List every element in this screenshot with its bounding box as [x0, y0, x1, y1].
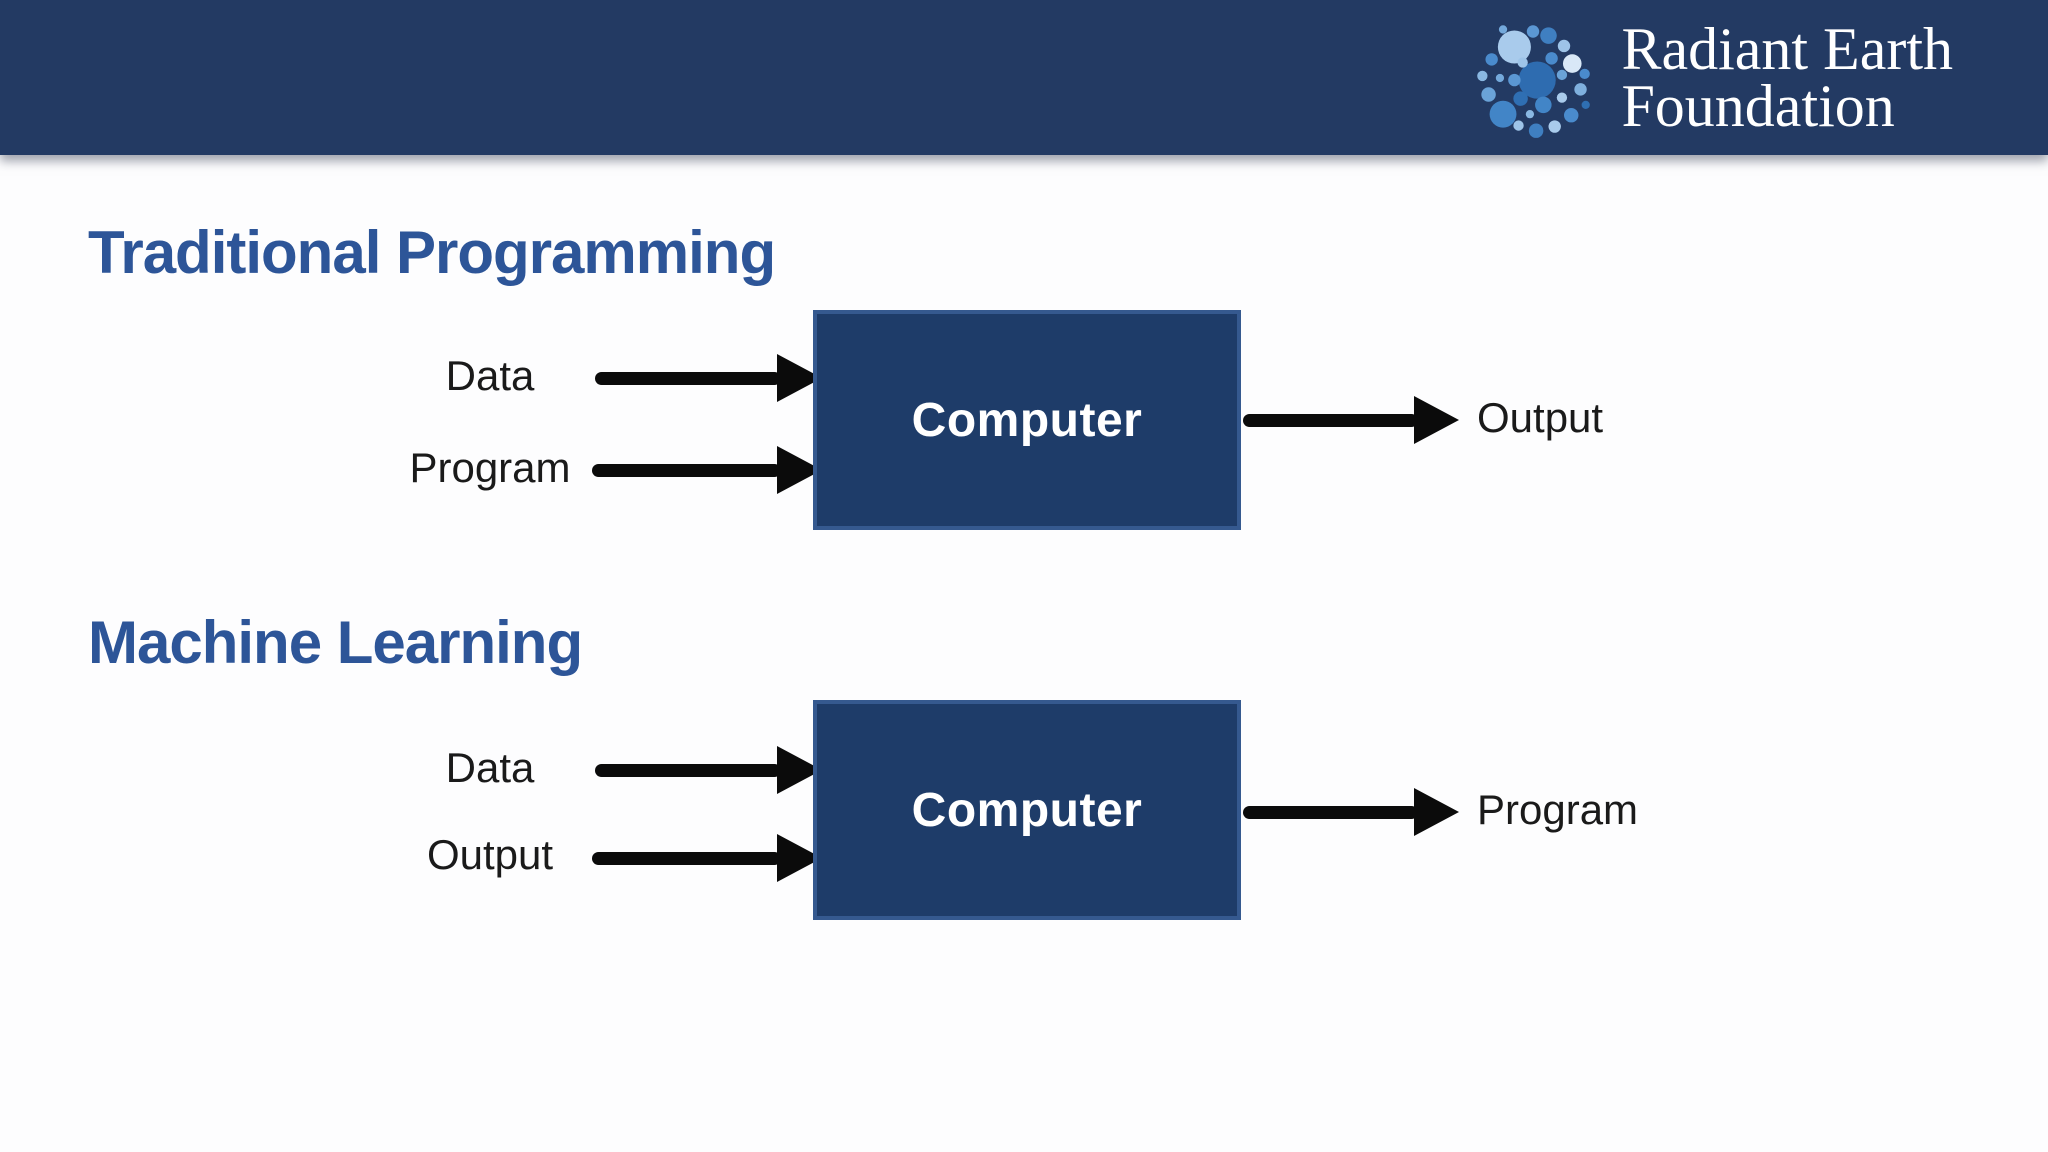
arrow-right-icon — [1243, 788, 1459, 836]
section-title-machine-learning: Machine Learning — [88, 609, 583, 676]
input-label-data: Data — [445, 744, 535, 791]
brand-line1: Radiant Earth — [1621, 15, 1953, 82]
arrow-shaft — [592, 463, 781, 477]
output-label-program: Program — [1477, 786, 1639, 833]
arrow-shaft — [1243, 413, 1418, 427]
header-bar: Radiant Earth Foundation — [0, 0, 2048, 155]
arrow-right-icon — [1243, 396, 1459, 444]
output-label-output: Output — [1477, 394, 1604, 441]
arrow-right-icon — [592, 446, 822, 494]
radiant-earth-logo-icon — [1477, 24, 1591, 138]
input-label-output: Output — [426, 831, 554, 878]
arrow-shaft — [592, 851, 781, 865]
computer-box: Computer — [813, 310, 1241, 530]
brand-line2: Foundation — [1621, 72, 1895, 139]
arrow-head — [1414, 396, 1459, 444]
arrow-shaft — [595, 763, 781, 777]
arrow-right-icon — [592, 834, 822, 882]
arrow-right-icon — [595, 354, 822, 402]
computer-box-label: Computer — [911, 783, 1143, 837]
brand-name: Radiant Earth Foundation — [1621, 15, 1953, 139]
computer-box: Computer — [813, 700, 1241, 920]
section-title-traditional-programming: Traditional Programming — [88, 219, 776, 286]
arrow-shaft — [1243, 805, 1418, 819]
arrow-head — [1414, 788, 1459, 836]
arrow-right-icon — [595, 746, 822, 794]
arrow-shaft — [595, 371, 781, 385]
input-label-data: Data — [445, 352, 535, 399]
input-label-program: Program — [409, 444, 571, 491]
computer-box-label: Computer — [911, 393, 1143, 447]
